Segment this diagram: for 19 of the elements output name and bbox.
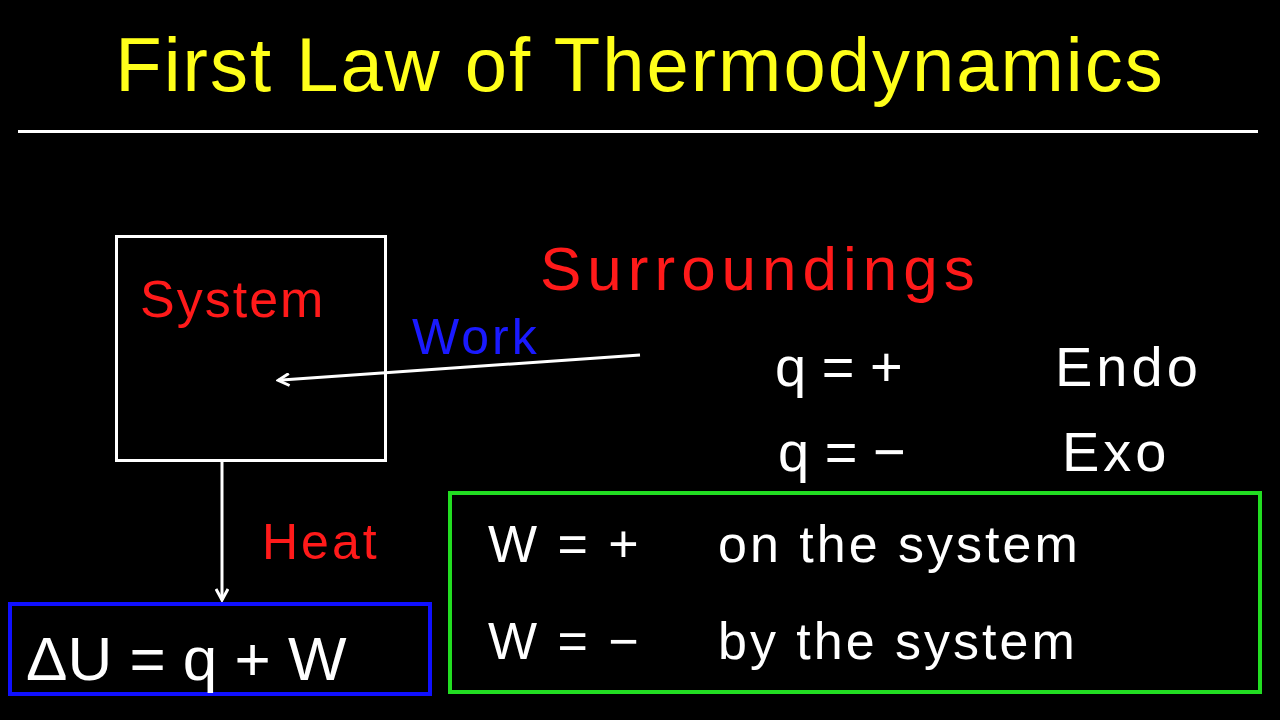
sign-convention-box — [448, 491, 1262, 694]
work-meaning: by the system — [718, 611, 1078, 673]
sign-equation: q = + — [775, 334, 903, 400]
edge-label: Work — [412, 308, 540, 367]
work-sign: W = + — [488, 513, 642, 575]
equation-box — [8, 602, 432, 696]
first-law-equation: ΔU = q + W — [26, 623, 347, 695]
process-label: Endo — [1055, 334, 1202, 400]
surroundings-label: Surroundings — [540, 233, 981, 305]
sign-equation: q = − — [778, 419, 906, 485]
work-meaning: on the system — [718, 513, 1081, 575]
system-label: System — [140, 269, 326, 330]
edge-label: Heat — [262, 513, 380, 572]
arrow — [276, 353, 641, 387]
work-sign: W = − — [488, 611, 642, 673]
arrow — [214, 462, 230, 602]
process-label: Exo — [1062, 419, 1171, 485]
system-box — [115, 235, 387, 462]
title: First Law of Thermodynamics — [114, 21, 1166, 109]
